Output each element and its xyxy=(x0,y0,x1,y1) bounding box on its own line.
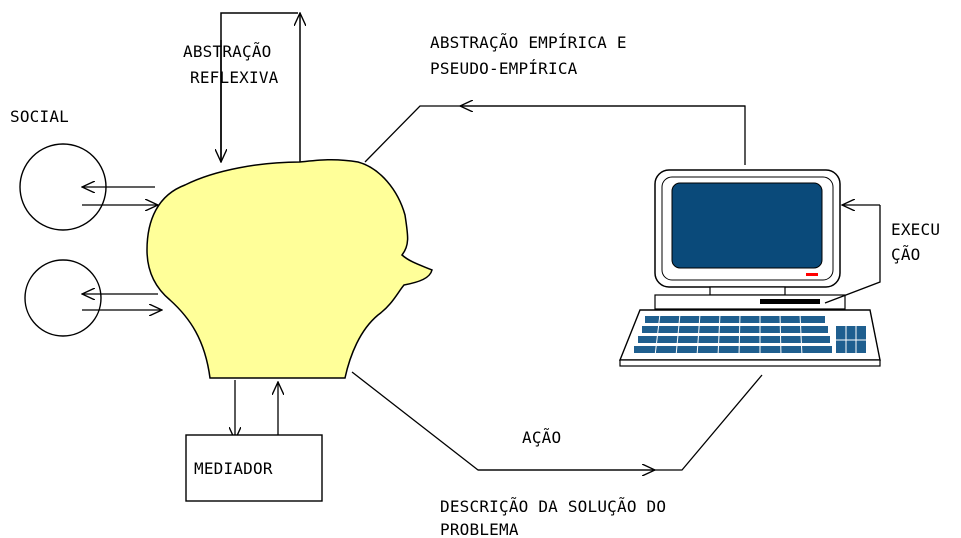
reflexive-abstraction-label-line2: REFLEXIVA xyxy=(190,68,279,87)
action-label: AÇÃO xyxy=(522,428,561,447)
mediator-arrows xyxy=(235,380,278,440)
social-arrows xyxy=(82,187,162,310)
computer-icon xyxy=(618,169,881,367)
mediator-label: MEDIADOR xyxy=(194,459,273,478)
social-label: SOCIAL xyxy=(10,107,69,126)
reflexive-loop-arrow xyxy=(221,13,300,162)
empirical-abstraction-arrow xyxy=(364,106,746,165)
solution-description-label-line2: PROBLEMA xyxy=(440,520,519,538)
mediator-box xyxy=(185,434,323,502)
empirical-abstraction-label-line2: PSEUDO-EMPÍRICA xyxy=(430,59,578,78)
execution-label-line2: ÇÃO xyxy=(891,245,921,264)
social-circle-icon xyxy=(24,259,102,337)
solution-description-label-line1: DESCRIÇÃO DA SOLUÇÃO DO xyxy=(440,497,666,516)
empirical-abstraction-label-line1: ABSTRAÇÃO EMPÍRICA E xyxy=(430,33,627,52)
execution-loop-arrow xyxy=(824,205,881,304)
reflexive-abstraction-label-line1: ABSTRAÇÃO xyxy=(183,42,272,61)
action-arrow xyxy=(351,371,763,470)
head-icon xyxy=(146,158,433,379)
execution-label-line1: EXECU xyxy=(891,220,940,239)
